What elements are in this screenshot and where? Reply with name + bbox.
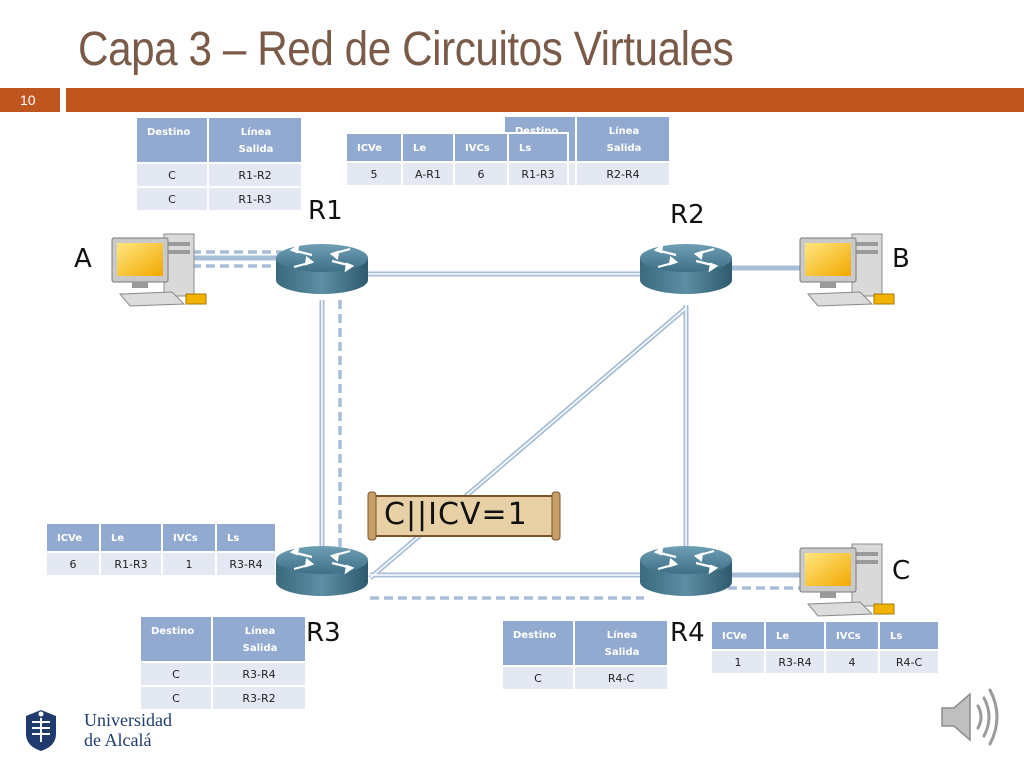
vc-table-header: Le <box>766 622 824 649</box>
router-r1-label: R1 <box>308 196 343 226</box>
vc-table-cell: R4-C <box>880 651 938 673</box>
routing-table-header: Destino <box>141 617 211 661</box>
router-r3-label: R3 <box>306 618 341 648</box>
vc-table-header: IVCs <box>455 134 507 161</box>
router-r4-label: R4 <box>670 618 705 648</box>
routing-table-cell: R3-R2 <box>213 687 305 709</box>
routing-table-cell: R4-C <box>575 667 667 689</box>
vc-table-cell: R3-R4 <box>217 553 275 575</box>
vc-table-header: Le <box>101 524 161 551</box>
vc-table-header: IVCs <box>826 622 878 649</box>
computer-c-icon <box>799 543 895 617</box>
host-b-label: B <box>892 244 910 274</box>
router-r4-icon <box>638 544 734 598</box>
virtual-circuit-path <box>192 250 812 600</box>
vc-table-header: ICVe <box>47 524 99 551</box>
router-r2-label: R2 <box>670 200 705 230</box>
routing-table-cell: R2-R4 <box>577 163 669 185</box>
university-name-line2: de Alcalá <box>84 730 152 750</box>
slide-number-badge: 10 <box>0 88 60 112</box>
routing-table-cell: R3-R4 <box>213 663 305 685</box>
vc-table-cell: R1-R3 <box>101 553 161 575</box>
routing-table-header: Destino <box>503 621 573 665</box>
vc-table-cell: A-R1 <box>403 163 453 185</box>
router-r3-icon <box>274 544 370 598</box>
vc-table-header: IVCs <box>163 524 215 551</box>
routing-table-cell: C <box>141 663 211 685</box>
routing-table-cell: R1-R3 <box>209 188 301 210</box>
vc-table-cell: 1 <box>163 553 215 575</box>
slide-title: Capa 3 – Red de Circuitos Virtuales <box>78 23 734 76</box>
routing-table-cell: C <box>503 667 573 689</box>
vc-table-header: Ls <box>880 622 938 649</box>
vc-table-cell: R3-R4 <box>766 651 824 673</box>
vc-table-r3: ICVe Le IVCs Ls 6 R1-R3 1 R3-R4 <box>45 522 277 577</box>
router-r1-icon <box>274 242 370 296</box>
vc-table-cell: 5 <box>347 163 401 185</box>
vc-table-r1: ICVe Le IVCs Ls 5 A-R1 6 R1-R3 <box>345 132 569 187</box>
vc-table-cell: 4 <box>826 651 878 673</box>
packet-label: C||ICV=1 <box>384 497 528 532</box>
routing-table-header: Destino <box>137 118 207 162</box>
vc-table-cell: 1 <box>712 651 764 673</box>
vc-table-header: Ls <box>509 134 567 161</box>
university-logo: Universidad de Alcalá <box>22 708 172 754</box>
speaker-icon[interactable] <box>936 684 1006 750</box>
packet-scroll-icon <box>367 491 561 541</box>
computer-a-icon <box>111 233 207 307</box>
routing-table-cell: R1-R2 <box>209 164 301 186</box>
university-name-line1: Universidad <box>84 710 172 730</box>
computer-b-icon <box>799 233 895 307</box>
vc-table-cell: 6 <box>47 553 99 575</box>
host-a-label: A <box>74 244 92 274</box>
router-r2-icon <box>638 242 734 296</box>
vc-table-header: ICVe <box>712 622 764 649</box>
routing-table-cell: C <box>137 164 207 186</box>
vc-table-cell: 6 <box>455 163 507 185</box>
university-crest-icon <box>26 710 56 751</box>
vc-table-header: Le <box>403 134 453 161</box>
routing-table-cell: C <box>141 687 211 709</box>
slide-number: 10 <box>20 92 36 108</box>
host-c-label: C <box>892 556 911 586</box>
routing-table-cell: C <box>137 188 207 210</box>
header-bar <box>66 88 1024 112</box>
vc-table-header: ICVe <box>347 134 401 161</box>
vc-table-header: Ls <box>217 524 275 551</box>
vc-table-cell: R1-R3 <box>509 163 567 185</box>
vc-table-r4: ICVe Le IVCs Ls 1 R3-R4 4 R4-C <box>710 620 940 675</box>
